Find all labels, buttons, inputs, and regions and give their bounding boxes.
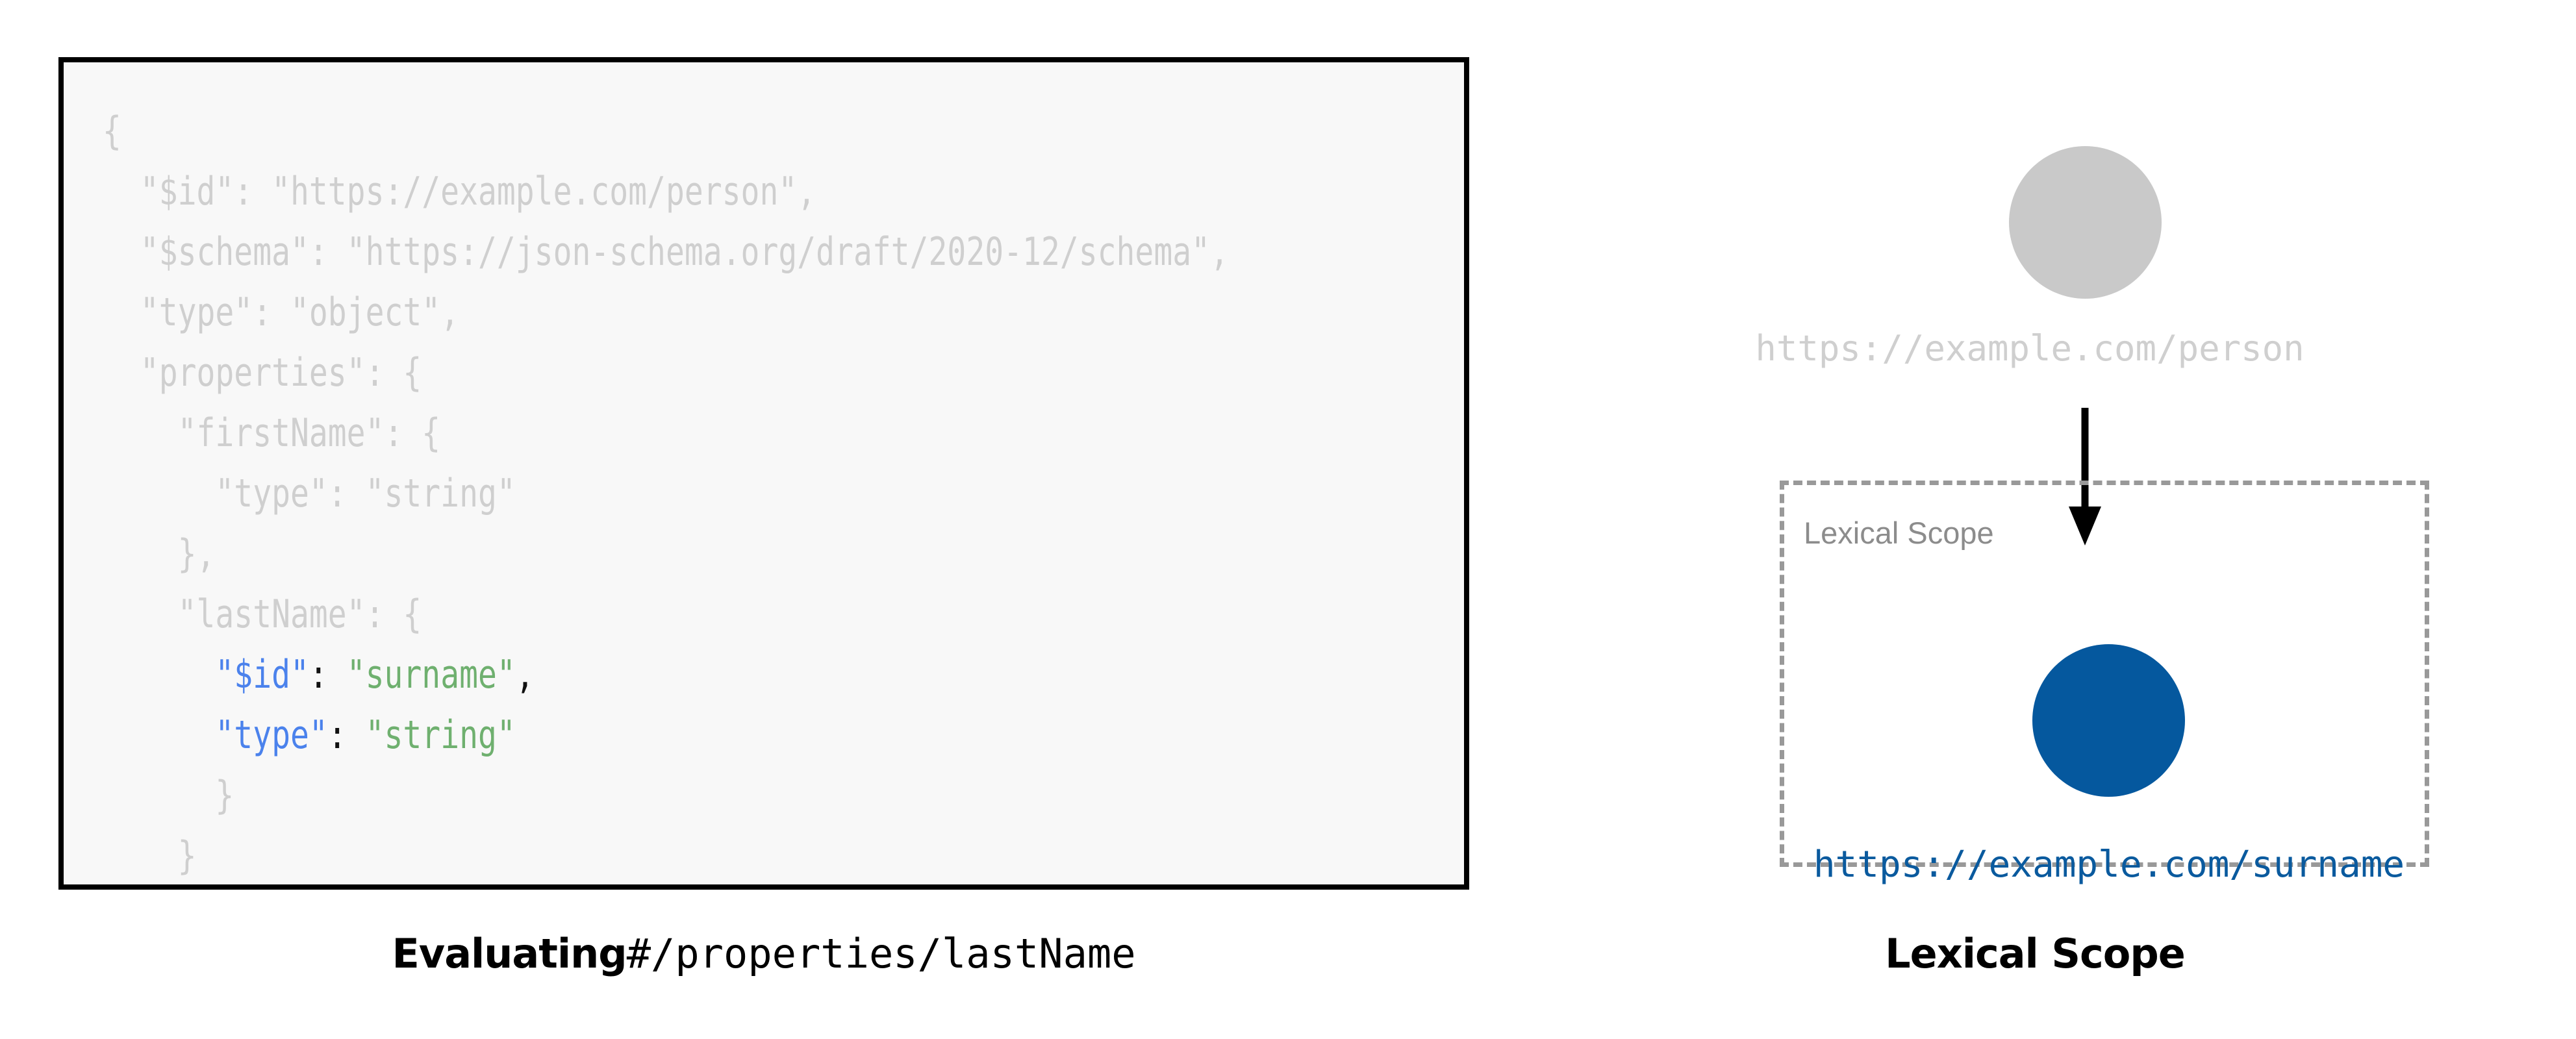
code-token-str: "surname": [346, 652, 516, 697]
code-token-dim: "$id": "https://example.com/person",: [140, 169, 816, 214]
code-token-dim: "lastName": {: [177, 592, 422, 637]
right-caption-bold-text: Lexical Scope: [1885, 930, 2186, 977]
code-indent: [103, 410, 178, 456]
code-token-dim: "type": "string": [215, 471, 516, 516]
code-token-dim: {: [103, 108, 121, 154]
code-line: "$id": "surname",: [103, 645, 1229, 705]
code-line: "lastName": {: [103, 584, 1229, 645]
code-indent: [103, 169, 140, 214]
code-line: }: [103, 766, 1229, 826]
left-caption-mono-text: #/properties/lastName: [626, 930, 1136, 977]
code-line: "type": "string": [103, 705, 1229, 766]
code-token-punct: :: [327, 712, 366, 758]
code-token-punct: ,: [515, 652, 535, 697]
code-token-dim: "firstName": {: [177, 410, 441, 456]
code-line: },: [103, 524, 1229, 584]
code-token-dim: "type": "object",: [140, 290, 460, 335]
code-indent: [103, 833, 178, 879]
code-line: "type": "object",: [103, 282, 1229, 343]
code-indent: [103, 592, 178, 637]
lexical-scope-diagram-panel: https://example.com/person Lexical Scope…: [1494, 0, 2576, 1039]
outer-node-circle-icon: [2009, 146, 2162, 299]
code-line: "type": "string": [103, 464, 1229, 524]
code-line: {: [103, 101, 1229, 162]
code-token-dim: "$schema": "https://json-schema.org/draf…: [140, 229, 1229, 275]
code-line: }: [103, 826, 1229, 884]
json-schema-code-lines: { "$id": "https://example.com/person", "…: [103, 101, 1229, 890]
code-line: }: [103, 886, 1229, 890]
code-token-dim: "properties": {: [140, 350, 422, 395]
down-arrow-icon: [2069, 408, 2101, 545]
left-panel-caption: Evaluating#/properties/lastName: [58, 930, 1469, 977]
code-token-dim: }: [215, 773, 234, 818]
left-caption-bold-text: Evaluating: [392, 930, 627, 977]
evaluating-schema-panel: { "$id": "https://example.com/person", "…: [58, 57, 1469, 977]
right-panel-caption: Lexical Scope: [1494, 930, 2576, 977]
code-indent: [103, 229, 140, 275]
code-token-dim: }: [177, 833, 197, 879]
code-token-punct: :: [309, 652, 347, 697]
code-indent: [103, 350, 140, 395]
code-line: "$schema": "https://json-schema.org/draf…: [103, 222, 1229, 282]
code-token-dim: },: [177, 531, 216, 577]
code-token-key: "type": [215, 712, 328, 758]
code-indent: [103, 471, 215, 516]
code-indent: [103, 290, 140, 335]
inner-node-circle-icon: [2032, 644, 2185, 797]
inner-node-uri-label: https://example.com/surname: [1813, 844, 2405, 886]
code-line: "properties": {: [103, 343, 1229, 403]
code-indent: [103, 531, 178, 577]
lexical-scope-box-label: Lexical Scope: [1804, 516, 1994, 550]
code-line: "firstName": {: [103, 403, 1229, 464]
code-token-key: "$id": [215, 652, 309, 697]
code-token-str: "string": [365, 712, 516, 758]
code-indent: [103, 773, 215, 818]
outer-node-uri-label: https://example.com/person: [1755, 328, 2305, 369]
code-line: "$id": "https://example.com/person",: [103, 162, 1229, 222]
json-schema-code-block: { "$id": "https://example.com/person", "…: [58, 57, 1469, 890]
lexical-scope-box: Lexical Scope https://example.com/surnam…: [1780, 481, 2429, 886]
code-indent: [103, 712, 215, 758]
code-indent: [103, 652, 215, 697]
